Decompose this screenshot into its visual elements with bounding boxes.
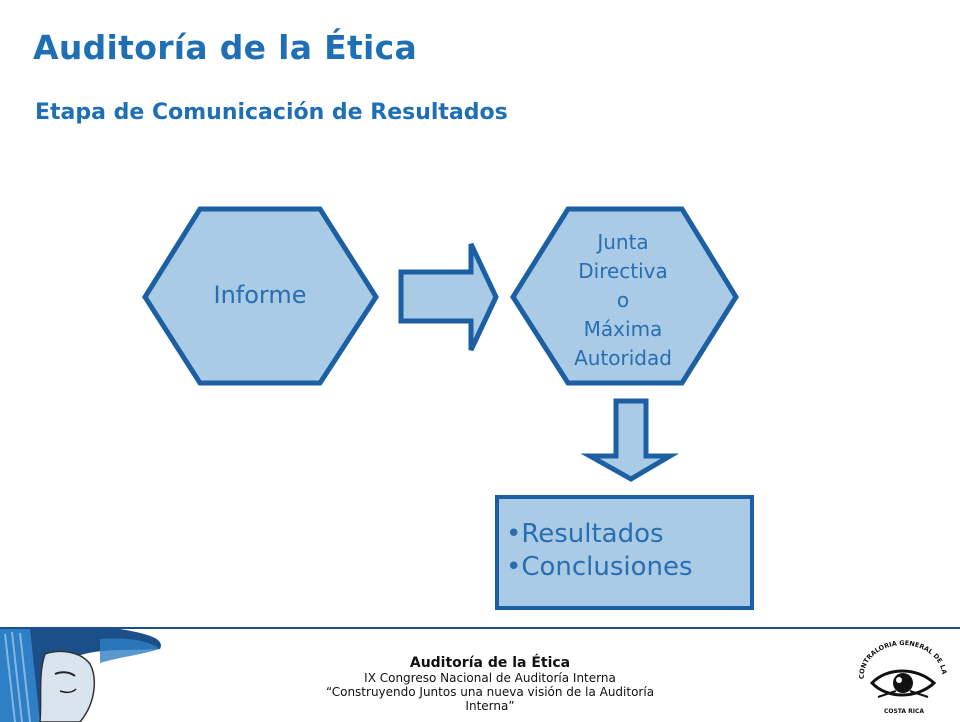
hexagon-junta-directiva bbox=[510, 206, 739, 386]
list-item-conclusiones: Conclusiones bbox=[506, 551, 692, 584]
junta-line: Máxima bbox=[583, 317, 663, 341]
hexagon-junta-label: Junta Directiva o Máxima Autoridad bbox=[527, 228, 719, 373]
footer-title: Auditoría de la Ética bbox=[409, 655, 571, 671]
junta-line: Junta bbox=[597, 230, 649, 254]
contraloria-seal-logo: CONTRALORIA GENERAL DE LA REPUBLICA COST… bbox=[852, 639, 948, 715]
down-arrow bbox=[580, 398, 680, 482]
junta-line: o bbox=[616, 288, 630, 312]
slide-subtitle: Etapa de Comunicación de Resultados bbox=[35, 100, 508, 125]
hexagon-informe-label: Informe bbox=[213, 281, 307, 309]
slide-title: Auditoría de la Ética bbox=[33, 28, 418, 67]
process-diagram bbox=[142, 206, 754, 610]
hexagon-informe bbox=[142, 206, 379, 386]
footer-congress: IX Congreso Nacional de Auditoría Intern… bbox=[364, 671, 616, 685]
junta-line: Directiva bbox=[578, 259, 668, 283]
right-arrow bbox=[398, 242, 499, 352]
footer-face-illustration bbox=[0, 629, 200, 722]
footer-banner: Auditoría de la Ética IX Congreso Nacion… bbox=[0, 627, 960, 722]
junta-line: Autoridad bbox=[574, 346, 672, 370]
seal-country: COSTA RICA bbox=[884, 708, 924, 715]
footer-text-block: Auditoría de la Ética IX Congreso Nacion… bbox=[300, 655, 680, 713]
footer-motto-line1: “Construyendo Juntos una nueva visión de… bbox=[325, 685, 655, 699]
footer-motto-line2: Interna” bbox=[465, 699, 515, 713]
list-item-resultados: Resultados bbox=[506, 518, 693, 551]
results-list: Resultados Conclusiones bbox=[506, 518, 693, 584]
